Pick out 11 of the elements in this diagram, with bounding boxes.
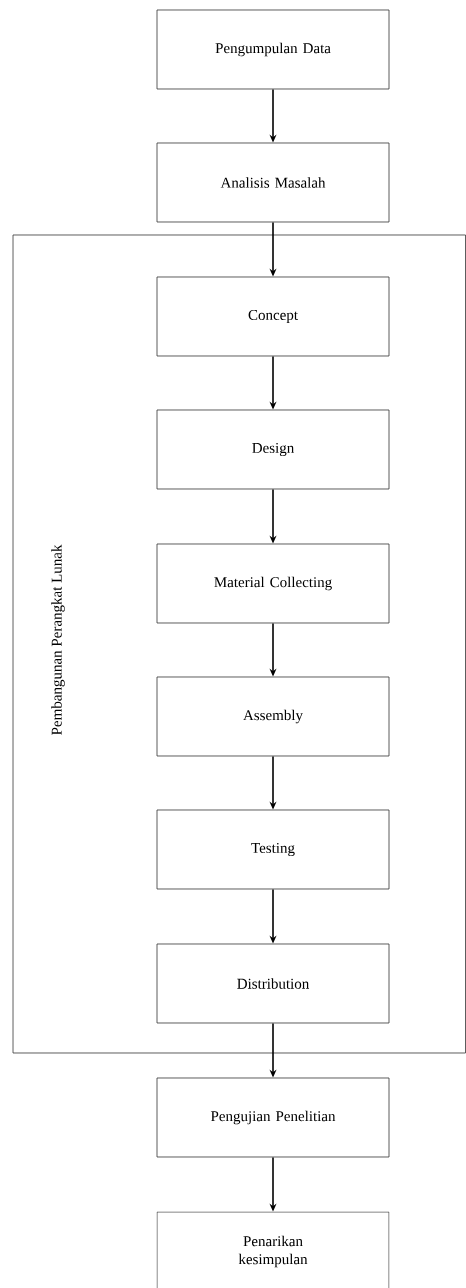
group-label: Pembangunan Perangkat Lunak [51, 544, 65, 735]
process-box: Pengujian Penelitian [156, 1077, 390, 1158]
process-box: Testing [156, 809, 390, 890]
process-box: Design [156, 409, 390, 490]
process-box: Assembly [156, 676, 390, 757]
process-box: Pengumpulan Data [156, 9, 390, 90]
process-box: Penarikan kesimpulan [156, 1211, 390, 1288]
process-box: Distribution [156, 943, 390, 1024]
process-box: Concept [156, 276, 390, 357]
process-box: Material Collecting [156, 543, 390, 624]
process-box: Analisis Masalah [156, 142, 390, 223]
